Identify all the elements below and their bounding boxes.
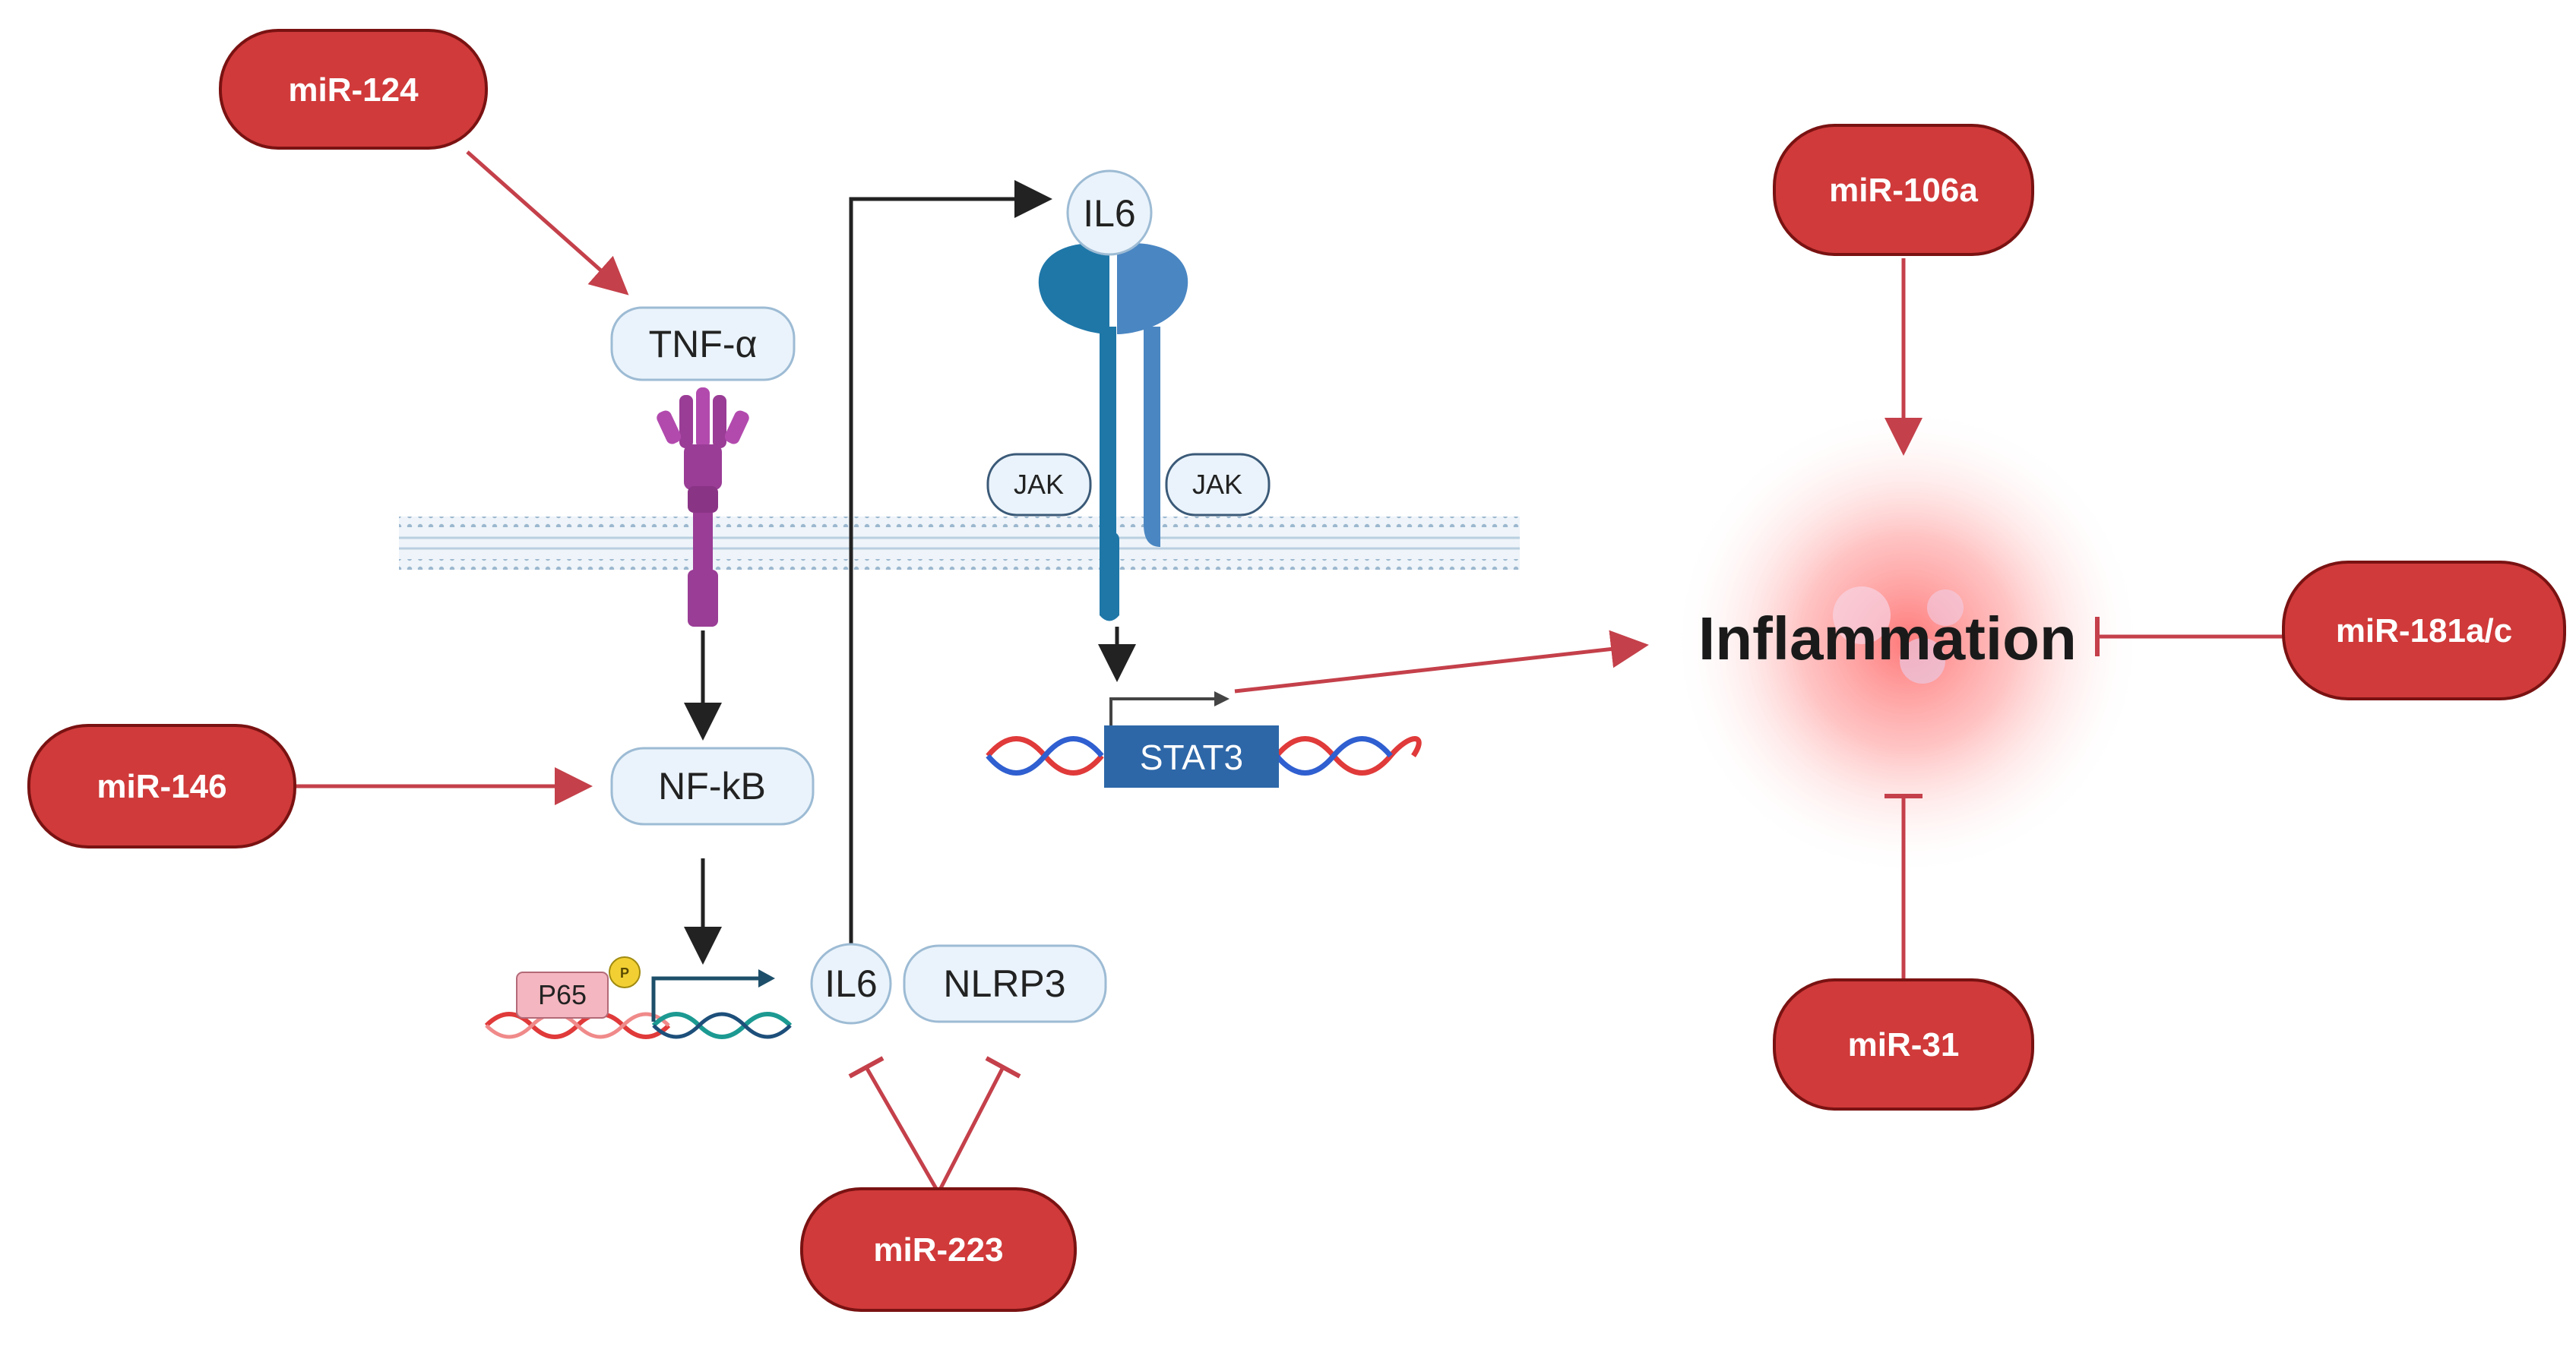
tnf-receptor-icon <box>657 387 749 627</box>
mir124-node: miR-124 <box>219 29 488 150</box>
stat3-dna-group: STAT3 <box>986 691 1422 788</box>
jak-right-node: JAK <box>1165 453 1271 517</box>
cell-membrane <box>399 517 1520 570</box>
inflammation-glow <box>1672 406 2143 877</box>
nlrp3-label: NLRP3 <box>943 962 1065 1005</box>
stat3-promoter-arrow <box>1109 697 1216 729</box>
p65-dna-group: P65 P <box>484 956 793 1039</box>
phospho-icon <box>609 956 641 988</box>
edge-mir223-il6 <box>848 1056 941 1194</box>
il6-ligand-label: IL6 <box>1083 192 1136 235</box>
mir146-label: miR-146 <box>97 768 226 805</box>
jak-left-label: JAK <box>1014 469 1064 500</box>
stat3-label: STAT3 <box>1140 738 1243 777</box>
edge-stat3-inflammation <box>1234 630 1649 694</box>
mir181ac-label: miR-181a/c <box>2336 612 2512 649</box>
edge-mir181ac-inflammation <box>2095 617 2283 656</box>
phospho-label: P <box>620 965 629 981</box>
stat3-box <box>1104 725 1279 788</box>
il6-ligand-node: IL6 <box>1066 169 1153 256</box>
nfkb-node: NF-kB <box>610 747 815 826</box>
il6-gene-label: IL6 <box>824 962 878 1005</box>
mir31-label: miR-31 <box>1848 1026 1960 1063</box>
mir106a-label: miR-106a <box>1829 172 1978 209</box>
il6-receptor-icon <box>1038 243 1188 621</box>
inflammation-label: Inflammation <box>1698 605 2077 672</box>
p65-label: P65 <box>538 979 587 1010</box>
nlrp3-node: NLRP3 <box>903 944 1107 1023</box>
edge-mir124-tnf <box>466 150 629 295</box>
mir124-label: miR-124 <box>288 71 419 109</box>
p65-box <box>516 972 609 1019</box>
tnf-alpha-label: TNF-α <box>649 323 758 365</box>
mir31-node: miR-31 <box>1773 978 2034 1111</box>
mir223-label: miR-223 <box>873 1231 1003 1269</box>
mir223-node: miR-223 <box>800 1187 1077 1312</box>
il6-gene-node: IL6 <box>810 943 892 1025</box>
mir181ac-node: miR-181a/c <box>2282 561 2566 700</box>
edge-mir223-nlrp3 <box>936 1056 1021 1194</box>
nfkb-label: NF-kB <box>658 765 766 807</box>
mir146-node: miR-146 <box>27 724 296 848</box>
mir106a-node: miR-106a <box>1773 124 2034 256</box>
tnf-alpha-node: TNF-α <box>610 306 796 381</box>
edge-il6gene-il6ligand <box>849 180 1052 946</box>
dna-right-teal <box>651 1012 793 1039</box>
jak-left-node: JAK <box>986 453 1092 517</box>
edge-mir31-inflammation <box>1885 794 1923 980</box>
transcription-start-arrow <box>651 976 760 1022</box>
jak-right-label: JAK <box>1192 469 1242 500</box>
